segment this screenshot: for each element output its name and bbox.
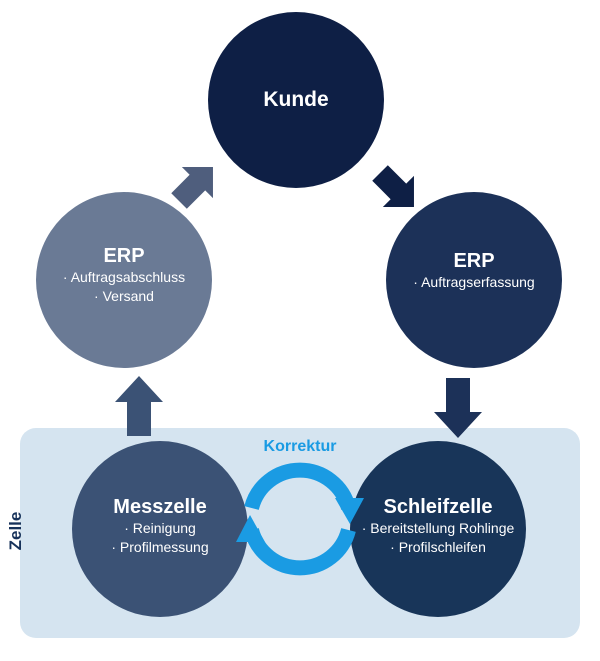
node-erp-left-item: Versand xyxy=(94,287,154,306)
node-erp-auftragserfassung: ERP Auftragserfassung xyxy=(386,192,562,368)
korrektur-arrowhead-right xyxy=(335,498,364,524)
node-schleifzelle-item: Profilschleifen xyxy=(390,538,486,557)
korrektur-label: Korrektur xyxy=(263,438,337,455)
arrow-messzelle-to-erp-left xyxy=(115,376,163,436)
node-kunde-title: Kunde xyxy=(263,88,329,111)
korrektur-arrowhead-left xyxy=(236,515,265,542)
node-erp-auftragsabschluss: ERP Auftragsabschluss Versand xyxy=(36,192,212,368)
arrow-erp-left-to-kunde xyxy=(171,167,213,209)
node-messzelle: Messzelle Reinigung Profilmessung xyxy=(72,441,248,617)
node-erp-left-item: Auftragsabschluss xyxy=(63,268,185,287)
node-erp-right-title: ERP xyxy=(453,249,495,272)
arrow-erp-right-to-schleifzelle xyxy=(434,378,482,438)
node-schleifzelle-item: Bereitstellung Rohlinge xyxy=(362,519,514,538)
node-messzelle-title: Messzelle xyxy=(113,496,207,518)
node-schleifzelle: Schleifzelle Bereitstellung Rohlinge Pro… xyxy=(350,441,526,617)
node-kunde: Kunde xyxy=(208,12,384,188)
node-erp-right-item: Auftragserfassung xyxy=(413,273,535,292)
node-messzelle-item: Profilmessung xyxy=(111,538,209,557)
korrektur-arc-top xyxy=(244,462,356,511)
node-messzelle-item: Reinigung xyxy=(124,519,196,538)
node-schleifzelle-title: Schleifzelle xyxy=(383,496,493,518)
korrektur-arc-bottom xyxy=(244,527,356,576)
arrow-kunde-to-erp-right xyxy=(372,165,414,207)
node-erp-left-title: ERP xyxy=(103,245,145,267)
